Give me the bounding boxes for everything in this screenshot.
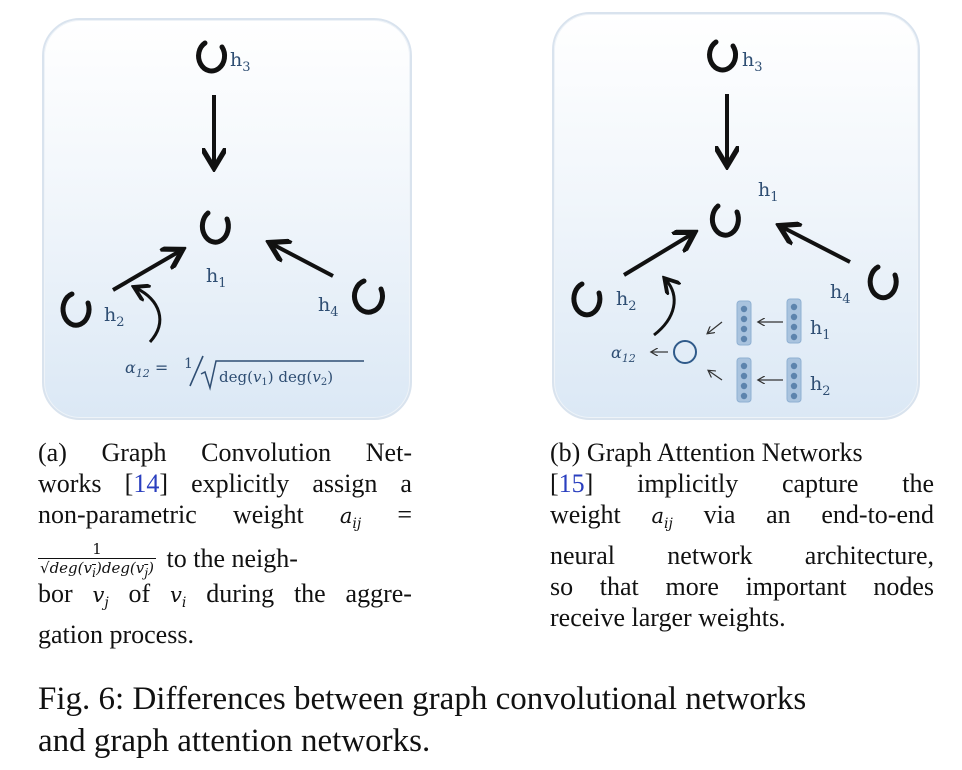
node-h2-icon [60, 291, 92, 328]
alpha-label-a: α12 = [125, 358, 168, 380]
formula-one: 1 [184, 356, 193, 372]
vector-h1-right [786, 298, 802, 344]
vector-w-h1-left [736, 300, 752, 346]
edge-h2-h1 [111, 251, 180, 292]
label-h4: h4 [318, 294, 339, 320]
node-h1-b-icon [709, 203, 741, 238]
alpha-arrow-a [136, 288, 162, 344]
vector-h2-right [786, 357, 802, 403]
formula-fraction: 1√deg(vi)deg(vj) [38, 540, 156, 581]
node-h4-b-icon [867, 264, 899, 301]
citation-15-link[interactable]: 15 [558, 469, 585, 498]
alpha-label-b: α12 [611, 343, 636, 365]
label-h2-b: h2 [616, 288, 637, 314]
diagram-graphics: h3 h1 h2 h4 α12 = 1 deg(v1) deg(v2) h3 h… [60, 39, 899, 403]
edge-h4-h1 [272, 244, 334, 278]
caption-b-line6: receive larger weights. [550, 603, 786, 633]
caption-b-line1: (b) Graph Attention Networks [550, 438, 863, 467]
node-h3-icon [196, 40, 228, 74]
label-h1-b: h1 [758, 179, 779, 205]
figure-caption-line2: and graph attention networks. [38, 723, 431, 759]
label-h4-b: h4 [830, 281, 851, 307]
citation-14-link[interactable]: 14 [133, 469, 160, 498]
node-h1-icon [199, 210, 231, 245]
label-h3: h3 [230, 49, 251, 75]
node-h3-b-icon [707, 39, 739, 73]
figure-caption: Fig. 6: Differences between graph convol… [38, 678, 938, 762]
caption-b: (b) Graph Attention Networks [15]implici… [550, 438, 934, 633]
node-h4-icon [351, 278, 385, 315]
edge-h4-h1-b [782, 227, 851, 264]
edge-h2-h1-b [622, 234, 692, 277]
formula-denominator: deg(v1) deg(v2) [219, 368, 333, 388]
vector-label-h2: h2 [810, 373, 831, 399]
node-h2-b-icon [571, 281, 603, 318]
alpha-arrow-b [653, 280, 674, 337]
label-h3-b: h3 [742, 49, 763, 75]
label-h2: h2 [104, 304, 125, 330]
sqrt-sign [200, 360, 364, 391]
vector-w-h2-left [736, 357, 752, 403]
attention-node [673, 340, 697, 364]
figure-caption-line1: Fig. 6: Differences between graph convol… [38, 681, 807, 717]
vector-label-h1: h1 [810, 317, 831, 343]
label-h1: h1 [206, 265, 227, 291]
